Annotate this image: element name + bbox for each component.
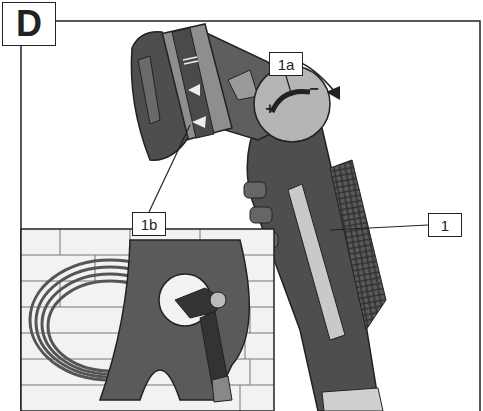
callout-number: 1a bbox=[269, 52, 303, 76]
leader-line bbox=[286, 76, 292, 96]
head-face bbox=[138, 56, 160, 124]
pattern-icon bbox=[188, 84, 200, 96]
figure-letter: D bbox=[2, 2, 56, 46]
leader-line bbox=[330, 225, 428, 230]
pattern-icon bbox=[183, 57, 198, 64]
lock-button bbox=[228, 70, 258, 100]
leader-line bbox=[149, 125, 190, 212]
inset-frame bbox=[21, 229, 274, 411]
pattern-icon bbox=[192, 116, 206, 128]
trigger-lever bbox=[288, 184, 345, 340]
inset-view bbox=[21, 229, 274, 411]
flow-dial bbox=[254, 66, 330, 142]
callout-number: 1b bbox=[132, 212, 166, 236]
trigger-rib bbox=[244, 182, 266, 198]
dial-symbol: − bbox=[306, 80, 322, 98]
grip-texture bbox=[330, 160, 386, 330]
dial-symbol: + bbox=[262, 100, 278, 118]
callout-number: 1 bbox=[428, 213, 462, 237]
hose-connector bbox=[322, 388, 383, 411]
trigger-rib bbox=[250, 207, 272, 223]
frame bbox=[21, 21, 480, 411]
spray-head bbox=[131, 32, 188, 160]
